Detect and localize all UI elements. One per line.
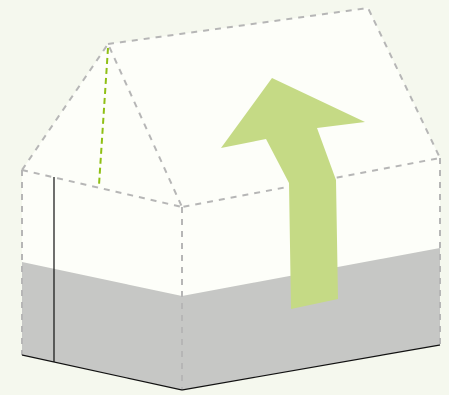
- roof-dashed-lines: [21, 41, 183, 208]
- chimney-guide-green-dashed: [98, 47, 109, 186]
- right-bottom-solid-line: [181, 344, 441, 391]
- house-front-wall-light: [22, 44, 182, 296]
- front-bottom-solid-line: [21, 354, 183, 391]
- house-outline-icon: [21, 6, 442, 391]
- front-top-edge: [21, 169, 183, 208]
- basement-left-wall: [22, 262, 182, 390]
- upward-arrow-icon: [221, 78, 365, 309]
- basement-right-wall: [182, 248, 440, 390]
